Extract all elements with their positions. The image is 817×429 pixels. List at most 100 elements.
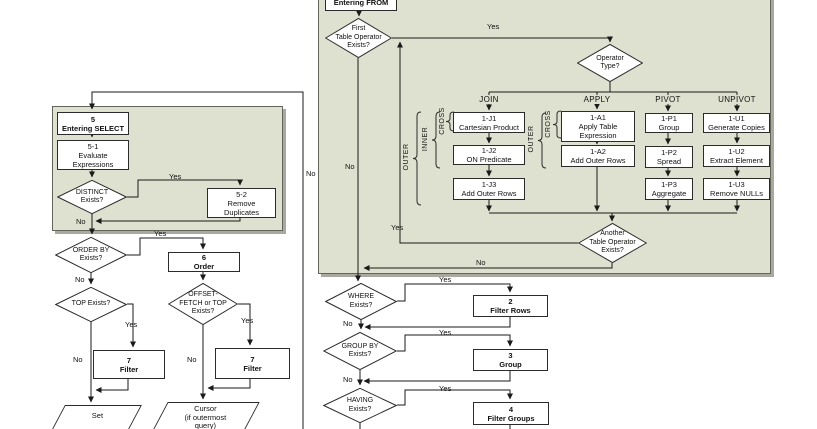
join-outer-label: OUTER [403,143,410,171]
branch-yes-order-by: Yes [154,229,167,238]
output-set: Set [51,405,142,429]
branch-yes-first-operator: Yes [487,22,500,31]
edge-orderby-yes [127,237,206,256]
node-3-group: 3 Group [473,349,548,371]
branch-no-offset-fetch: No [187,355,197,364]
edge-anotherop-no [363,263,613,271]
brace-apply-cross [552,110,562,139]
node-label: Apply Table [578,122,618,131]
join-cross-label: CROSS [439,107,446,135]
node-1p1-group: 1-P1 Group [645,113,693,133]
node-5-entering-select: 5 Entering SELECT [57,112,129,135]
node-label: 1-U1 [728,114,745,123]
node-label: Filter Groups [487,413,535,423]
brace-join-cross [445,111,455,132]
node-label: Evaluate [78,150,108,160]
node-label: Add Outer Rows [570,156,626,165]
node-1a2-add-outer-rows: 1-A2 Add Outer Rows [561,145,635,167]
node-1u3-remove-nulls: 1-U3 Remove NULLs [703,178,770,200]
node-1u1-generate-copies: 1-U1 Generate Copies [703,113,770,133]
branch-yes-group-by: Yes [439,328,452,337]
branch-no-top: No [73,355,83,364]
node-label: Filter Rows [490,306,531,315]
node-label: Expressions [72,159,114,169]
node-label: 5-2 [236,189,247,199]
edge-group-out [363,369,511,384]
branch-yes-another-operator: Yes [391,223,404,232]
node-label: Group [658,123,680,132]
diamond-shape [325,283,397,320]
branch-yes-where: Yes [439,275,452,284]
node-label: Order [193,262,215,271]
node-label: Remove [227,198,256,208]
join-inner-label: INNER [422,126,429,152]
apply-cross-label: CROSS [545,110,552,138]
edge-firstop-yes [392,36,613,43]
diamond-shape [57,180,127,214]
node-label: Spread [656,157,682,166]
node-1p2-spread: 1-P2 Spread [645,146,693,168]
from-phase-region [318,0,771,274]
node-label: 1-P2 [661,148,677,157]
node-1j2-on-predicate: 1-J2 ON Predicate [453,145,525,165]
node-7-filter-left: 7 Filter [93,350,165,379]
node-label: 1-J2 [481,146,497,155]
node-4-filter-groups: 4 Filter Groups [473,402,549,425]
node-1j1-cartesian-product: 1-J1 Cartesian Product [453,112,525,133]
brace-join-inner [431,111,441,169]
node-label: 5-1 [87,141,99,151]
node-label: 1-U2 [728,147,745,156]
node-label: Entering SELECT [61,123,125,133]
brace-join-outer [412,111,422,206]
diamond-shape [55,237,127,273]
branch-yes-offset-fetch: Yes [241,316,254,325]
branch-yes-having: Yes [439,384,452,393]
node-label: Entering FROM [333,0,389,7]
node-label: 1-A2 [590,147,606,156]
diamond-shape [577,44,643,82]
node-1p3-aggregate: 1-P3 Aggregate [645,178,693,200]
column-header-unpivot: UNPIVOT [716,95,758,104]
output-text: Set [91,411,104,420]
node-1a1-apply-table-expression: 1-A1 Apply Table Expression [561,111,635,142]
node-label: 1-P3 [661,180,677,189]
branch-no-order-by: No [75,275,85,284]
node-label: 1-J1 [481,113,497,123]
node-51-evaluate-expressions: 5-1 Evaluate Expressions [57,140,129,170]
edge-groupby-yes [397,334,513,352]
branch-no-another-operator: No [476,258,486,267]
node-label: 1-P1 [661,114,677,123]
node-label: 3 [508,351,513,360]
diamond-shape [325,18,392,58]
diamond-shape [323,332,397,370]
diamond-shape [323,388,397,423]
edge-top-yes [127,303,136,348]
column-header-apply: APPLY [580,95,614,104]
node-label: 1-U3 [728,180,745,189]
node-label: Filter [243,363,262,373]
diamond-shape [168,283,238,325]
edge-filterleft-out [95,377,129,393]
node-label: Cartesian Product [458,122,520,132]
edge-filterright-out [207,377,251,391]
branch-no-routing-line: No [306,169,316,178]
node-label: Add Outer Rows [461,189,517,198]
node-label: Remove NULLs [710,189,763,198]
edge-distinct-yes [127,179,243,198]
node-label: ON Predicate [466,155,512,164]
edge-anotherop-yes-loop [397,41,578,244]
edge-routing-to-select [89,91,304,429]
branch-yes-top: Yes [125,320,138,329]
